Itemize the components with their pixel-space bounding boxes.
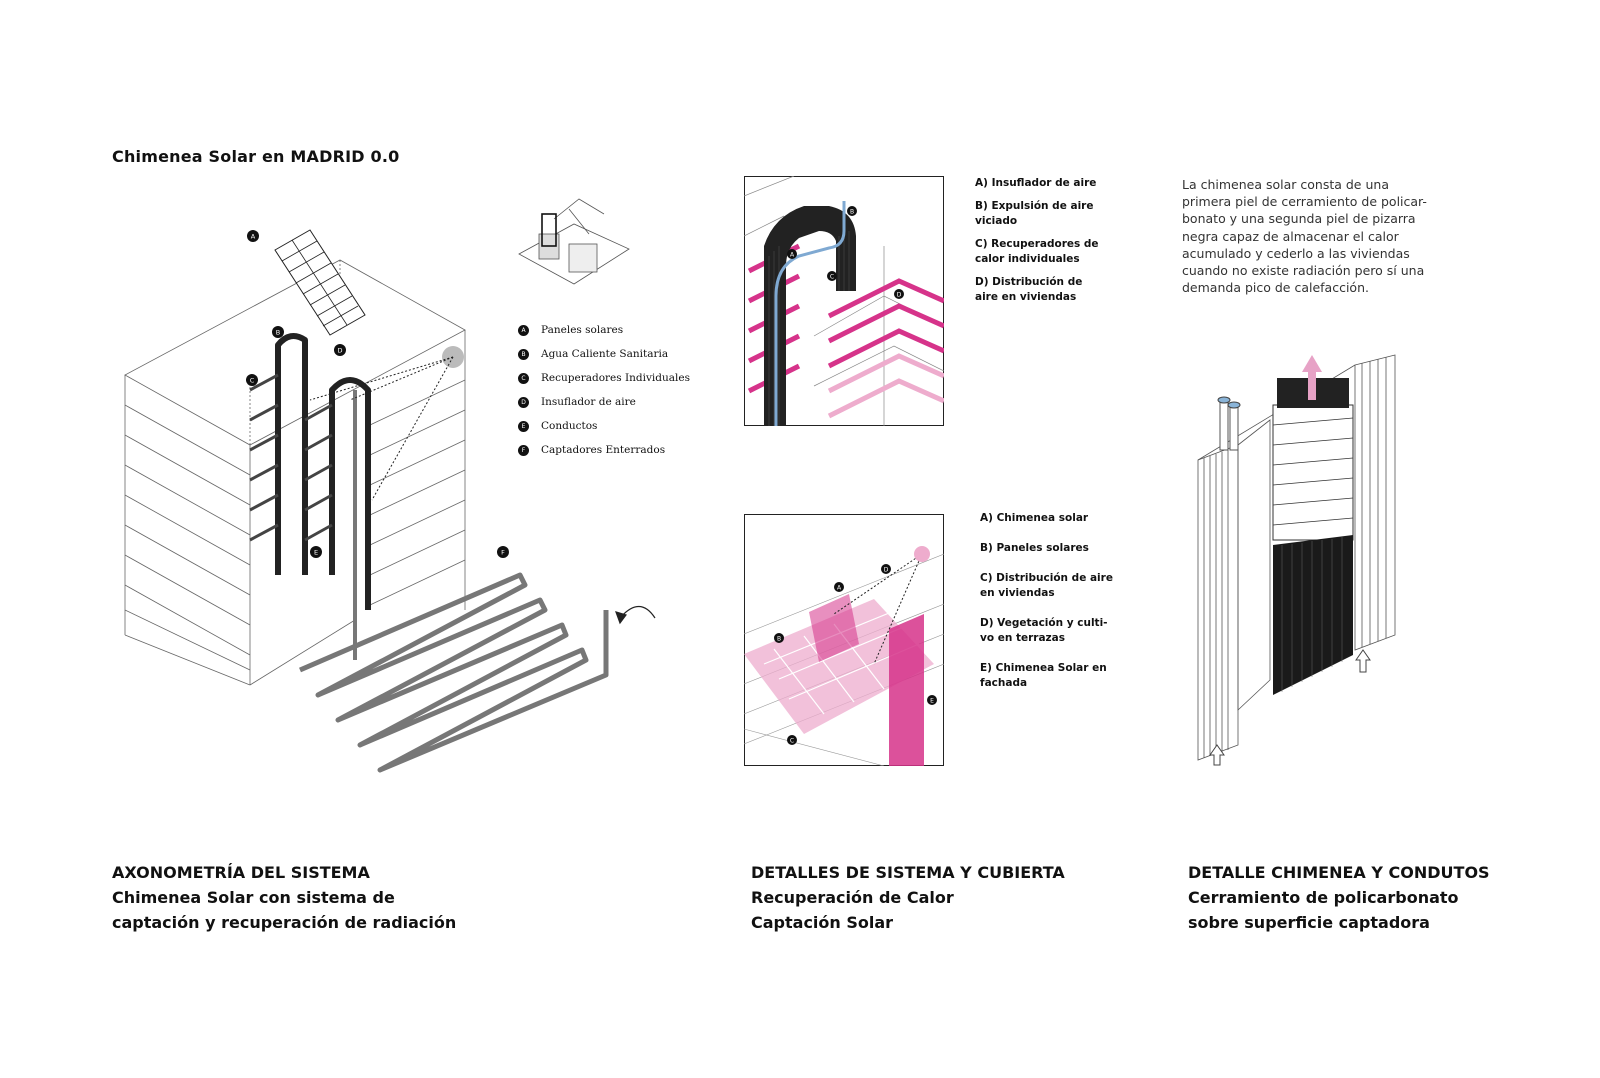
chimney-duct (275, 333, 371, 610)
tag-c: C (250, 377, 255, 385)
detail-top-label-d: D) Distribución de aire en viviendas (975, 276, 1083, 303)
caption-chimney: DETALLE CHIMENEA Y CONDUTOS Cerramiento … (1188, 860, 1490, 935)
axonometry-drawing: A B C D E F (124, 229, 656, 773)
arrow-icon (615, 605, 656, 625)
key-plan-thumbnail (518, 198, 630, 285)
detail-bottom-label-c: C) Distribución de aire en viviendas (980, 572, 1113, 599)
detail-top-label-c: C) Recuperadores de calor individuales (975, 238, 1099, 265)
caption-heading: AXONOMETRÍA DEL SISTEMA (112, 863, 370, 882)
svg-text:C: C (830, 274, 834, 281)
ducts (1217, 396, 1241, 451)
ground-collectors (299, 572, 609, 773)
detail-top-labels: A) Insuflador de aire B) Expulsión de ai… (975, 176, 1135, 305)
warm-air-up-arrow (1302, 355, 1322, 400)
detail-solar-capture: A B C D E (744, 514, 944, 766)
caption-axonometry: AXONOMETRÍA DEL SISTEMA Chimenea Solar c… (112, 860, 456, 935)
caption-details: DETALLES DE SISTEMA Y CUBIERTA Recuperac… (751, 860, 1065, 935)
detail-bottom-labels: A) Chimenea solar B) Paneles solares C) … (980, 511, 1140, 691)
polycarbonate-skin (1272, 404, 1354, 541)
caption-line: Captación Solar (751, 913, 894, 932)
svg-text:A: A (837, 585, 842, 592)
svg-text:C: C (790, 738, 794, 745)
detail-heat-recovery: B A C D (744, 176, 944, 426)
detail-top-label-b: B) Expulsión de aire viciado (975, 200, 1094, 227)
caption-line: Recuperación de Calor (751, 888, 954, 907)
caption-line: Cerramiento de policarbonato (1188, 888, 1459, 907)
building-outline (124, 259, 466, 686)
description-paragraph: La chimenea solar consta de una primera … (1182, 177, 1427, 296)
tag-a: A (251, 233, 256, 241)
page-title: Chimenea Solar en MADRID 0.0 (112, 147, 400, 166)
tag-d: D (337, 347, 342, 355)
caption-line: sobre superficie captadora (1188, 913, 1430, 932)
svg-text:D: D (884, 567, 889, 574)
caption-line: Chimenea Solar con sistema de (112, 888, 395, 907)
caption-heading: DETALLES DE SISTEMA Y CUBIERTA (751, 863, 1065, 882)
recuperator-arms (249, 373, 333, 542)
detail-bottom-label-b: B) Paneles solares (980, 542, 1089, 554)
detail-top-label-a: A) Insuflador de aire (975, 177, 1097, 189)
solar-roof-pink (744, 599, 934, 734)
svg-text:A: A (790, 252, 795, 259)
chimney-body (764, 206, 856, 426)
radiation-lines (309, 356, 454, 501)
air-inlet-arrow-icon (1209, 649, 1371, 766)
svg-text:E: E (930, 698, 934, 705)
solar-panel-array (274, 229, 366, 336)
tag-b: B (276, 329, 280, 337)
caption-line: captación y recuperación de radiación (112, 913, 457, 932)
tag-f: F (501, 549, 505, 557)
chimney-detail-drawing (1197, 354, 1396, 766)
svg-text:B: B (777, 636, 781, 643)
detail-bottom-label-e: E) Chimenea Solar en fachada (980, 662, 1107, 689)
slate-skin (1273, 535, 1353, 695)
detail-bottom-label-d: D) Vegetación y culti- vo en terrazas (980, 617, 1108, 644)
tag-e: E (314, 549, 318, 557)
svg-text:D: D (897, 292, 902, 299)
extraction-duct (774, 201, 846, 426)
svg-text:B: B (850, 209, 854, 216)
caption-heading: DETALLE CHIMENEA Y CONDUTOS (1188, 863, 1490, 882)
detail-bottom-label-a: A) Chimenea solar (980, 512, 1089, 524)
facade-chimney-pink (889, 614, 924, 766)
